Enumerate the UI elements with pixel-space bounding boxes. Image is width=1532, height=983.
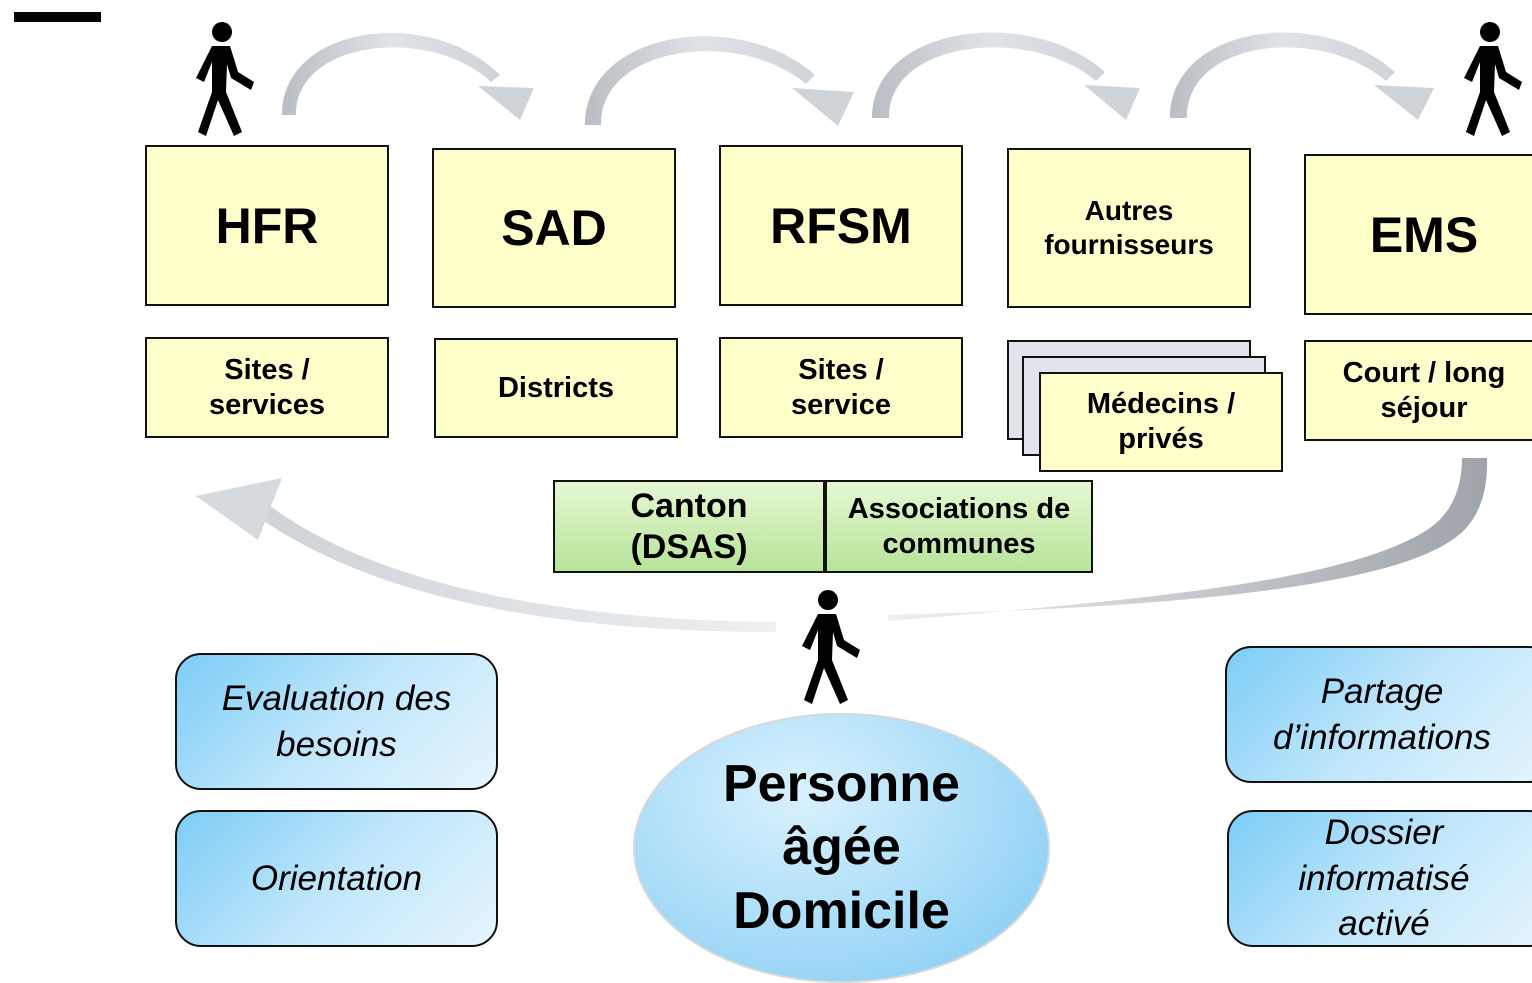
top-arrow-1 xyxy=(282,32,534,120)
provider-box-sad: SAD xyxy=(432,148,676,308)
top-arrow-3 xyxy=(872,32,1140,120)
bottom-arrow-left xyxy=(196,478,776,632)
feature-partage: Partage d’informations xyxy=(1225,646,1532,783)
authority-box-canton: Canton (DSAS) xyxy=(553,480,825,573)
top-left-dash xyxy=(14,12,101,22)
provider-box-rfsm: RFSM xyxy=(719,145,963,306)
subunit-box-rfsm: Sites / service xyxy=(719,337,963,438)
subunit-box-medecins: Médecins / privés xyxy=(1039,372,1283,472)
authority-box-associations: Associations de communes xyxy=(825,480,1093,573)
provider-box-autres: Autres fournisseurs xyxy=(1007,148,1251,308)
top-arrow-2 xyxy=(585,36,854,126)
person-walking-icon xyxy=(1464,22,1522,136)
provider-box-hfr: HFR xyxy=(145,145,389,306)
feature-dossier: Dossier informatisé activé xyxy=(1227,810,1532,947)
subunit-box-hfr: Sites / services xyxy=(145,337,389,438)
feature-evaluation: Evaluation des besoins xyxy=(175,653,498,790)
center-ellipse-person: Personne âgée Domicile xyxy=(633,713,1050,983)
subunit-box-sad: Districts xyxy=(434,338,678,438)
provider-box-ems: EMS xyxy=(1304,154,1532,315)
center-label: Personne âgée Domicile xyxy=(723,754,960,940)
person-walking-icon xyxy=(196,22,254,136)
person-walking-icon xyxy=(802,590,860,704)
subunit-box-ems: Court / long séjour xyxy=(1304,340,1532,441)
feature-orientation: Orientation xyxy=(175,810,498,947)
top-arrow-4 xyxy=(1170,32,1434,120)
